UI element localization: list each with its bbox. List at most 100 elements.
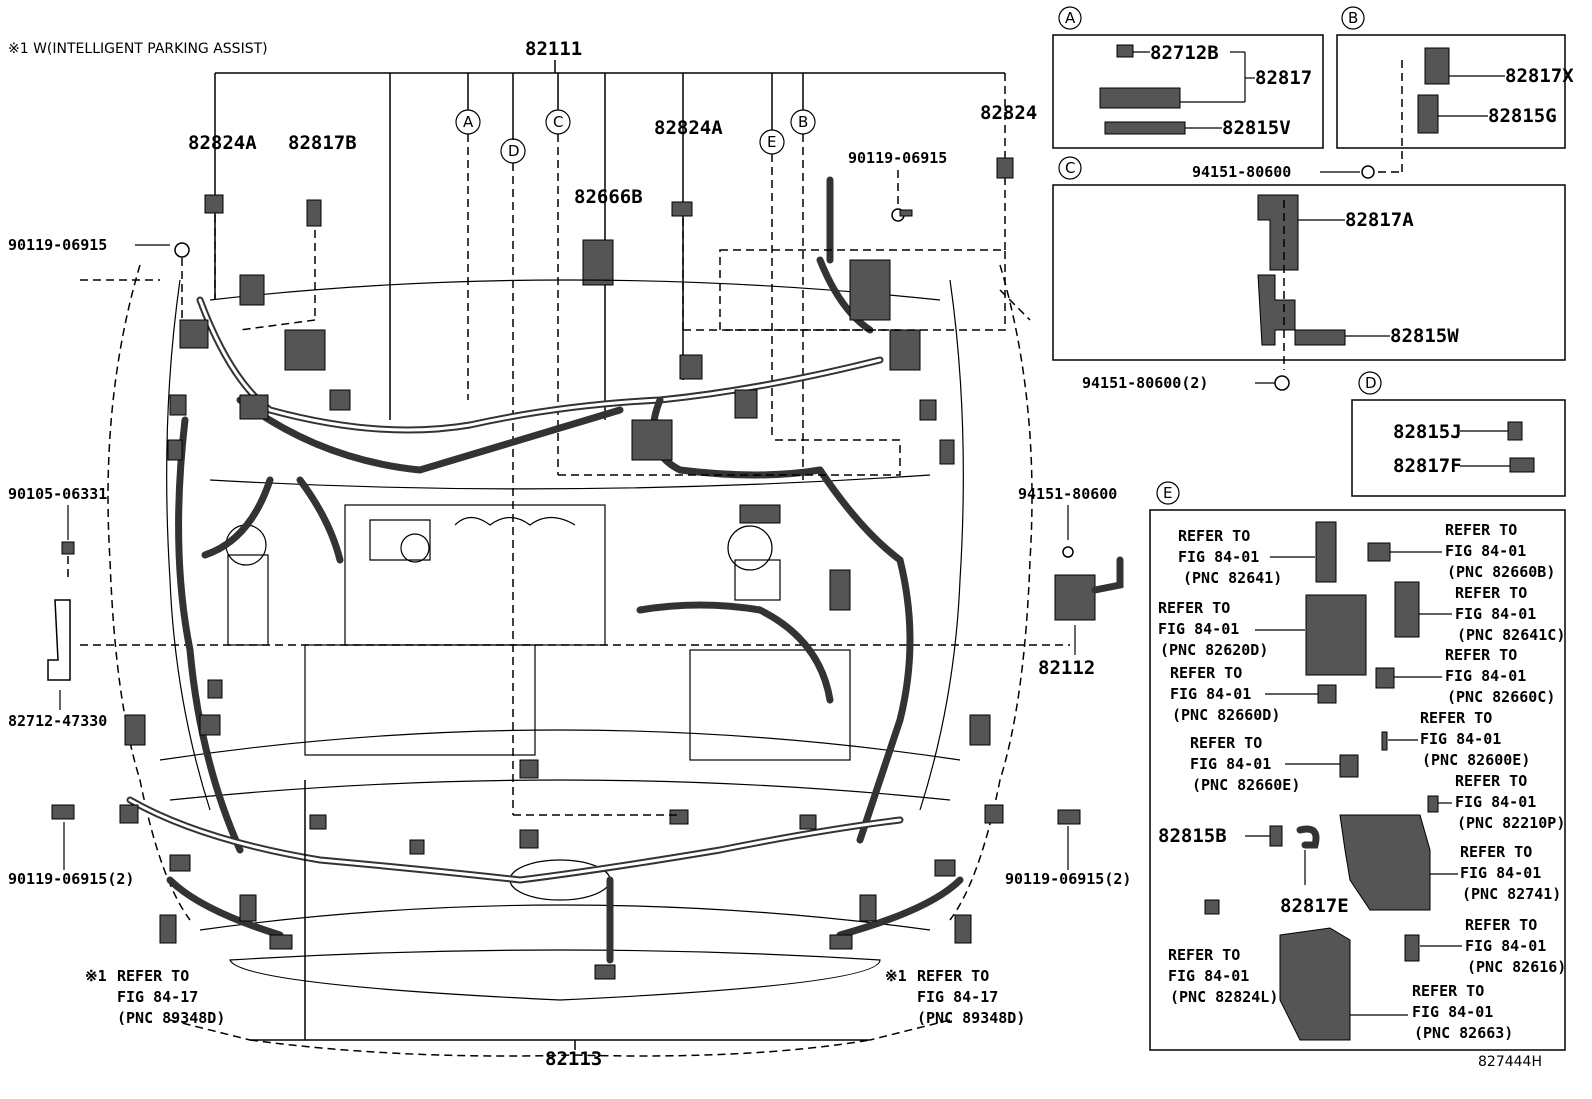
label-bolt-bottom-left: 90119-06915(2) bbox=[8, 870, 134, 888]
label-82712-47330: 82712-47330 bbox=[8, 712, 107, 730]
callout-C: C bbox=[545, 109, 571, 475]
refer-left: ※1 REFER TO FIG 84-17 (PNC 89348D) bbox=[85, 967, 225, 1027]
label-82824A-mid: 82824A bbox=[654, 117, 723, 139]
label-bolt-top: 90119-06915 bbox=[848, 149, 947, 167]
callout-E: E bbox=[759, 129, 785, 440]
svg-text:FIG 84-01: FIG 84-01 bbox=[1420, 730, 1501, 748]
bolt-bottom-left bbox=[51, 804, 75, 870]
label-82112: 82112 bbox=[1038, 657, 1095, 679]
svg-text:82815W: 82815W bbox=[1390, 325, 1459, 347]
svg-text:FIG 84-01: FIG 84-01 bbox=[1455, 605, 1536, 623]
figure-code: 827444H bbox=[1478, 1054, 1542, 1070]
svg-text:C: C bbox=[1065, 159, 1075, 177]
svg-text:82815J: 82815J bbox=[1393, 421, 1462, 443]
clip-82824A-mid bbox=[671, 201, 693, 330]
detail-box-E: E REFER TO FIG 84-01 (PNC 82641) REFER T… bbox=[1149, 481, 1566, 1051]
clip-82824A-left bbox=[204, 194, 224, 300]
svg-text:REFER TO: REFER TO bbox=[1168, 946, 1240, 964]
svg-text:FIG 84-01: FIG 84-01 bbox=[1412, 1003, 1493, 1021]
detail-box-B: B 82817X 82815G bbox=[1336, 6, 1574, 173]
svg-text:(PNC 82660E): (PNC 82660E) bbox=[1192, 776, 1300, 794]
svg-text:94151-80600(2): 94151-80600(2) bbox=[1082, 374, 1208, 392]
svg-text:REFER TO: REFER TO bbox=[1465, 916, 1537, 934]
svg-text:(PNC 82663): (PNC 82663) bbox=[1414, 1024, 1513, 1042]
svg-text:(PNC 82660D): (PNC 82660D) bbox=[1172, 706, 1280, 724]
svg-text:82815B: 82815B bbox=[1158, 825, 1227, 847]
label-82666B: 82666B bbox=[574, 186, 643, 208]
detail-box-D: D 82815J 82817F bbox=[1351, 371, 1566, 497]
svg-text:82817F: 82817F bbox=[1393, 455, 1462, 477]
svg-text:REFER TO: REFER TO bbox=[1460, 843, 1532, 861]
svg-text:FIG 84-01: FIG 84-01 bbox=[1465, 937, 1546, 955]
refer-right: ※1 REFER TO FIG 84-17 (PNC 89348D) bbox=[885, 967, 1025, 1027]
bolt-90105 bbox=[61, 505, 75, 580]
detail-box-C: C 82817A 82815W bbox=[1052, 156, 1566, 370]
label-82817B: 82817B bbox=[288, 132, 357, 154]
svg-text:FIG 84-01: FIG 84-01 bbox=[1445, 667, 1526, 685]
label-94151-right: 94151-80600 bbox=[1018, 485, 1117, 503]
dashed-leaders bbox=[80, 249, 1031, 816]
svg-text:(PNC 82210P): (PNC 82210P) bbox=[1457, 814, 1565, 832]
svg-text:FIG 84-01: FIG 84-01 bbox=[1455, 793, 1536, 811]
svg-text:(PNC 82641): (PNC 82641) bbox=[1183, 569, 1282, 587]
svg-text:A: A bbox=[463, 113, 474, 131]
label-82111: 82111 bbox=[525, 38, 582, 60]
label-82113: 82113 bbox=[545, 1048, 602, 1070]
svg-text:REFER TO: REFER TO bbox=[917, 967, 989, 985]
svg-text:FIG 84-01: FIG 84-01 bbox=[1460, 864, 1541, 882]
svg-text:(PNC 82824L): (PNC 82824L) bbox=[1170, 988, 1278, 1006]
detail-box-A: A 82712B 82817 82815V bbox=[1052, 6, 1324, 149]
svg-text:FIG 84-01: FIG 84-01 bbox=[1170, 685, 1251, 703]
svg-text:82712B: 82712B bbox=[1150, 42, 1219, 64]
engine-bay-outline bbox=[107, 264, 1033, 1001]
svg-text:(PNC 82600E): (PNC 82600E) bbox=[1422, 751, 1530, 769]
svg-text:REFER TO: REFER TO bbox=[1178, 527, 1250, 545]
svg-text:B: B bbox=[1348, 9, 1358, 27]
svg-text:D: D bbox=[508, 142, 520, 160]
svg-text:82817A: 82817A bbox=[1345, 209, 1414, 231]
clip-94151-BC: 94151-80600 bbox=[1192, 163, 1375, 181]
svg-text:FIG 84-01: FIG 84-01 bbox=[1178, 548, 1259, 566]
bolt-left bbox=[135, 242, 190, 320]
svg-text:FIG 84-17: FIG 84-17 bbox=[117, 988, 198, 1006]
label-82824: 82824 bbox=[980, 102, 1037, 124]
svg-text:REFER TO: REFER TO bbox=[1412, 982, 1484, 1000]
svg-text:FIG 84-01: FIG 84-01 bbox=[1168, 967, 1249, 985]
svg-text:B: B bbox=[798, 113, 808, 131]
svg-text:82815G: 82815G bbox=[1488, 105, 1557, 127]
svg-text:C: C bbox=[553, 113, 563, 131]
refer-left-line1: ※1 bbox=[85, 967, 107, 985]
svg-text:82817: 82817 bbox=[1255, 67, 1312, 89]
svg-text:REFER TO: REFER TO bbox=[1158, 599, 1230, 617]
svg-text:D: D bbox=[1365, 374, 1377, 392]
svg-text:REFER TO: REFER TO bbox=[1445, 521, 1517, 539]
svg-text:FIG 84-01: FIG 84-01 bbox=[1190, 755, 1271, 773]
bracket-82712-47330 bbox=[47, 599, 1070, 710]
svg-text:FIG 84-01: FIG 84-01 bbox=[1158, 620, 1239, 638]
svg-text:A: A bbox=[1065, 9, 1076, 27]
label-90105-06331: 90105-06331 bbox=[8, 485, 107, 503]
svg-text:REFER TO: REFER TO bbox=[1455, 584, 1527, 602]
bolt-bottom-right bbox=[1057, 809, 1081, 870]
svg-text:(PNC 82660C): (PNC 82660C) bbox=[1447, 688, 1555, 706]
clip-82817B bbox=[239, 199, 322, 331]
label-bolt-bottom-right: 90119-06915(2) bbox=[1005, 870, 1131, 888]
svg-text:REFER TO: REFER TO bbox=[117, 967, 189, 985]
relay-82112 bbox=[1054, 505, 1124, 655]
svg-text:82817E: 82817E bbox=[1280, 895, 1349, 917]
svg-text:(PNC 82641C): (PNC 82641C) bbox=[1457, 626, 1565, 644]
clip-94151-belowC: 94151-80600(2) bbox=[1082, 374, 1290, 392]
svg-text:(PNC 89348D): (PNC 89348D) bbox=[917, 1009, 1025, 1027]
svg-text:REFER TO: REFER TO bbox=[1170, 664, 1242, 682]
svg-text:82817X: 82817X bbox=[1505, 65, 1574, 87]
svg-text:REFER TO: REFER TO bbox=[1190, 734, 1262, 752]
svg-text:※1: ※1 bbox=[885, 967, 907, 985]
svg-text:(PNC 82616): (PNC 82616) bbox=[1467, 958, 1566, 976]
connectors bbox=[119, 259, 1004, 980]
svg-text:(PNC 82741): (PNC 82741) bbox=[1462, 885, 1561, 903]
svg-text:FIG 84-17: FIG 84-17 bbox=[917, 988, 998, 1006]
svg-text:REFER TO: REFER TO bbox=[1420, 709, 1492, 727]
callout-B: B bbox=[790, 109, 816, 480]
